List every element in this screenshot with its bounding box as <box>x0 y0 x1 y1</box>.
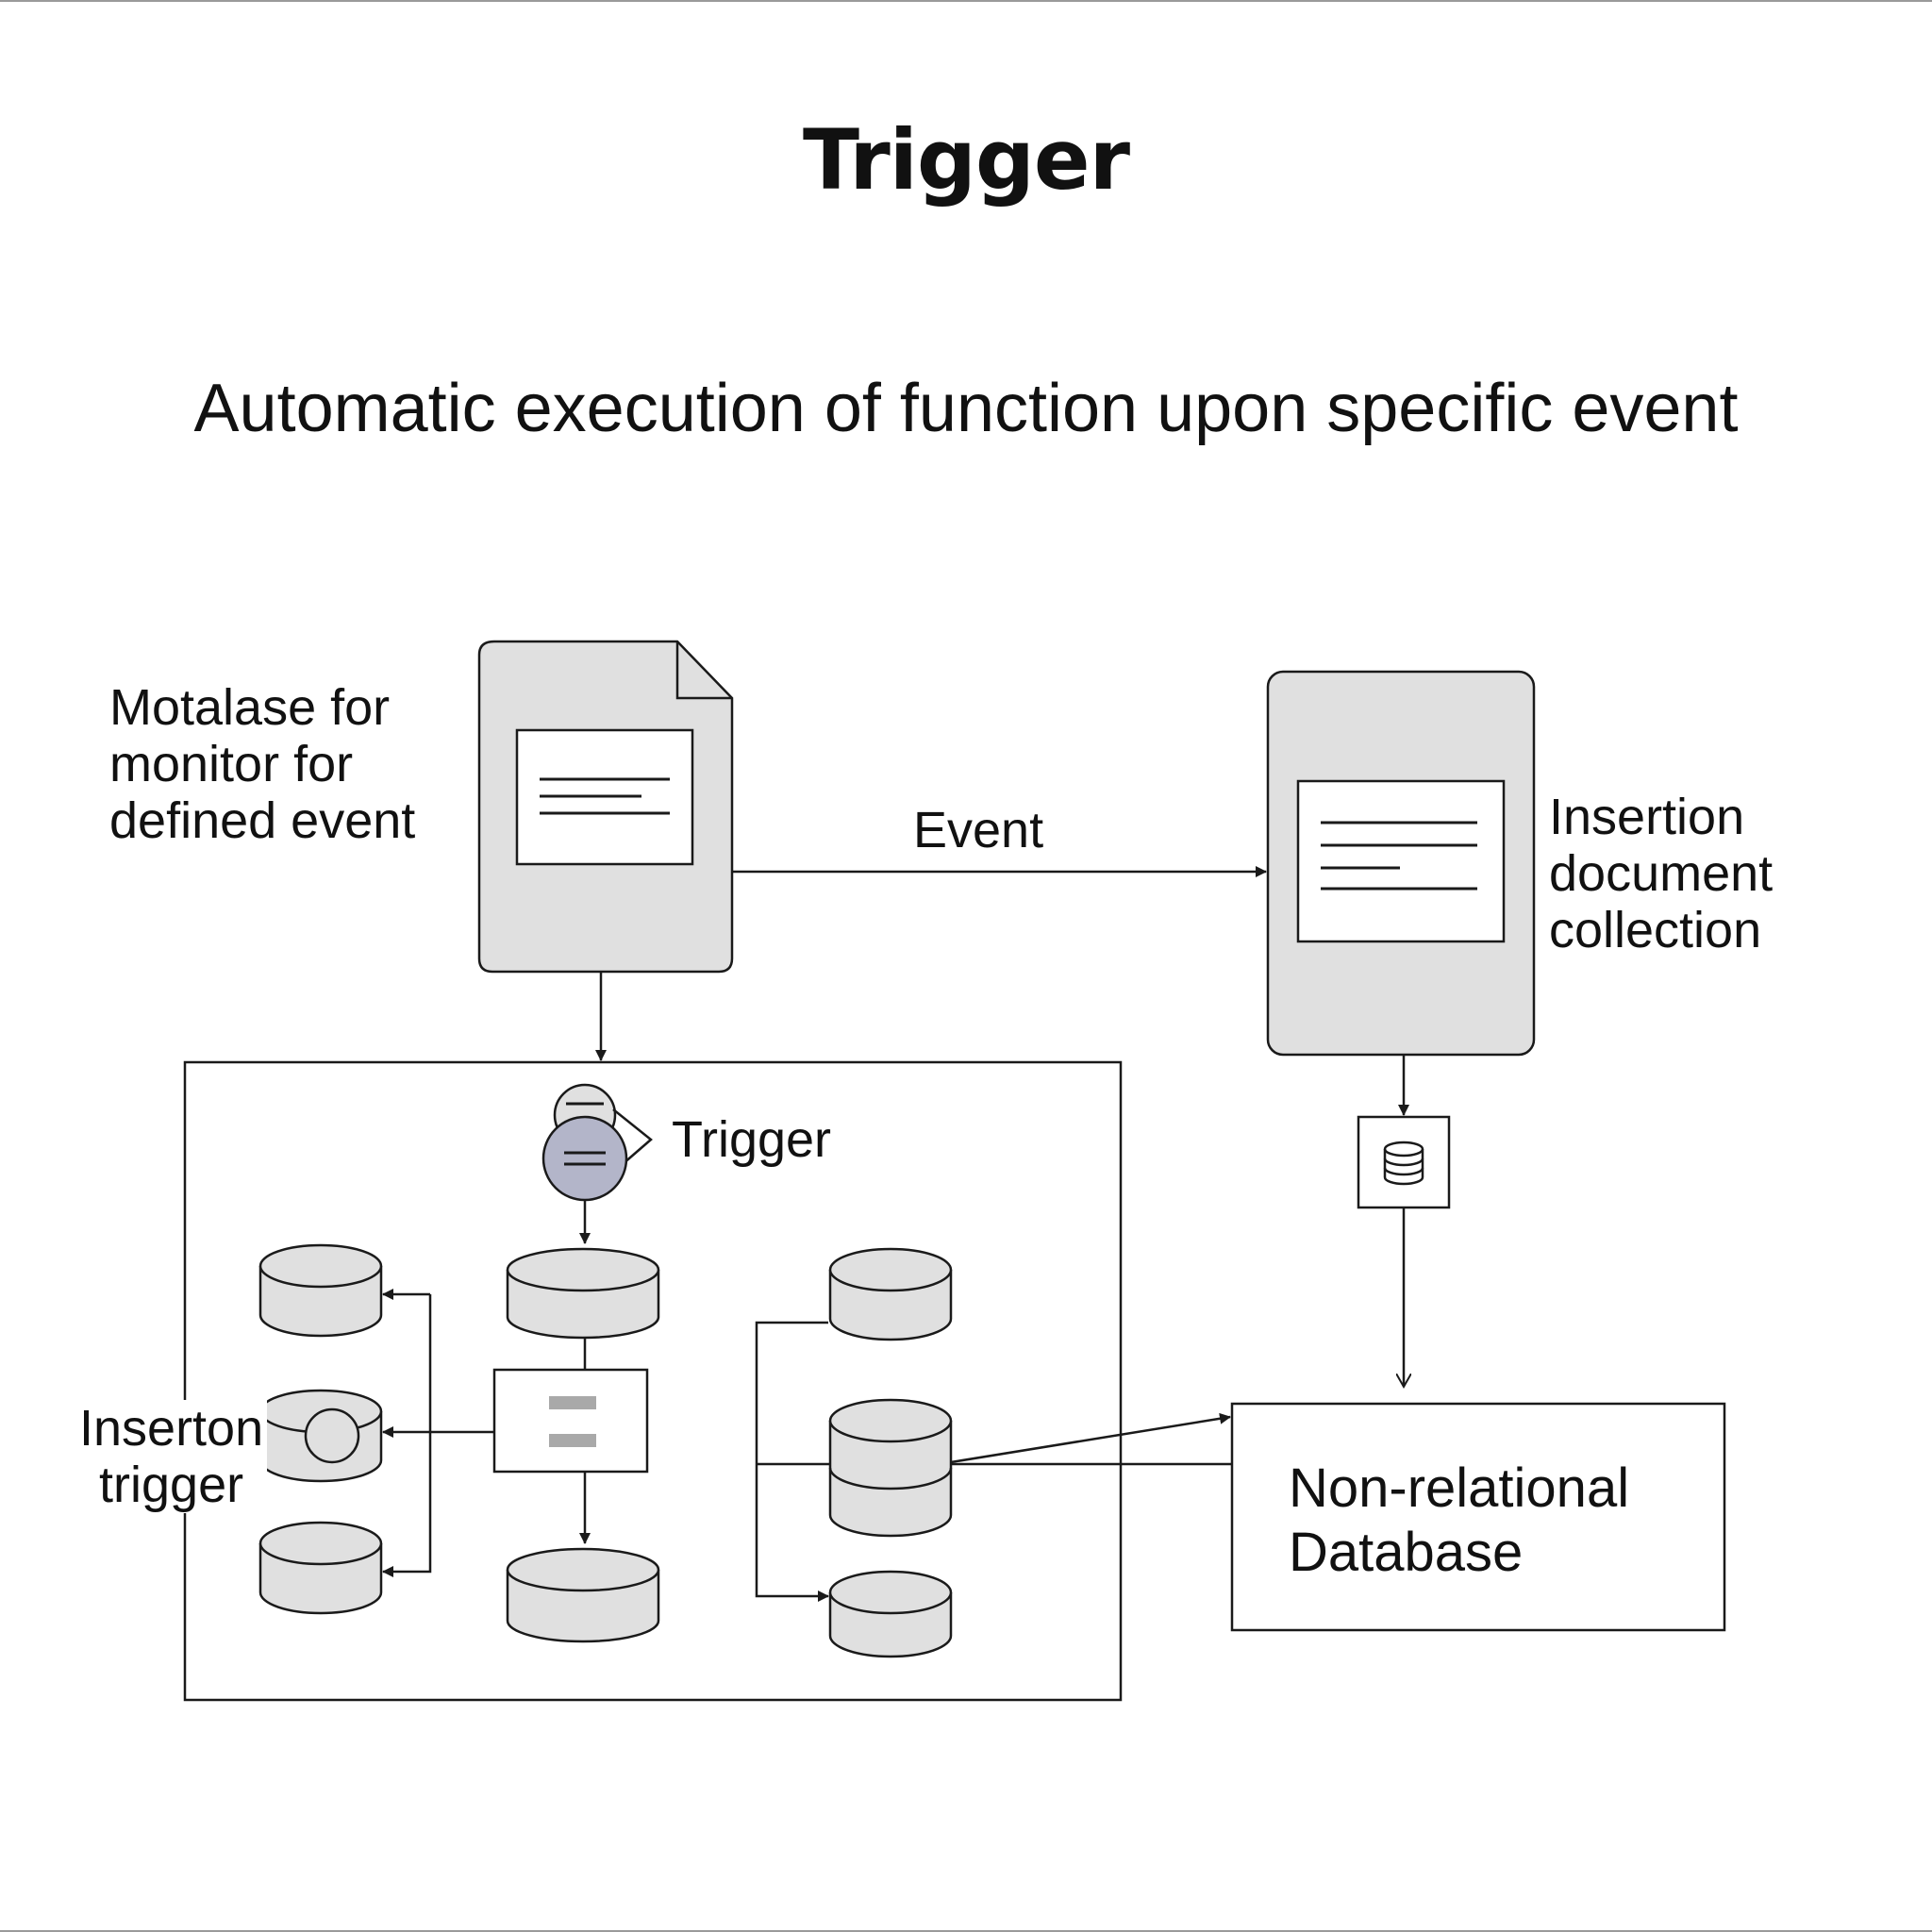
right-database-bottom <box>828 1570 953 1658</box>
insertion-trigger-label: Inserton trigger <box>75 1400 268 1513</box>
left-database-middle <box>258 1389 383 1483</box>
trigger-icon <box>541 1083 653 1202</box>
right-database-top <box>828 1247 953 1341</box>
center-database-top <box>506 1247 660 1340</box>
center-database-bottom <box>506 1547 660 1643</box>
non-relational-database-box <box>1230 1402 1726 1632</box>
trigger-system-box <box>183 1060 1123 1702</box>
monitor-label: Motalase for monitor for defined event <box>109 679 416 849</box>
diagram-title: Trigger <box>803 111 1130 208</box>
insertion-document-label: Insertion document collection <box>1549 789 1774 958</box>
right-connectors <box>755 1321 830 1602</box>
non-relational-label: Non-relational Database <box>1289 1457 1630 1583</box>
left-database-top <box>258 1243 383 1338</box>
trigger-label: Trigger <box>672 1111 832 1168</box>
collection-node <box>1266 670 1536 1057</box>
left-database-bottom <box>258 1521 383 1615</box>
processor-box <box>492 1368 649 1474</box>
left-connectors <box>382 1289 494 1577</box>
diagram-subtitle: Automatic execution of function upon spe… <box>193 371 1739 446</box>
event-label: Event <box>913 802 1044 858</box>
right-database-stack <box>828 1398 953 1538</box>
database-icon <box>1357 1115 1451 1209</box>
source-document-node <box>477 640 734 974</box>
